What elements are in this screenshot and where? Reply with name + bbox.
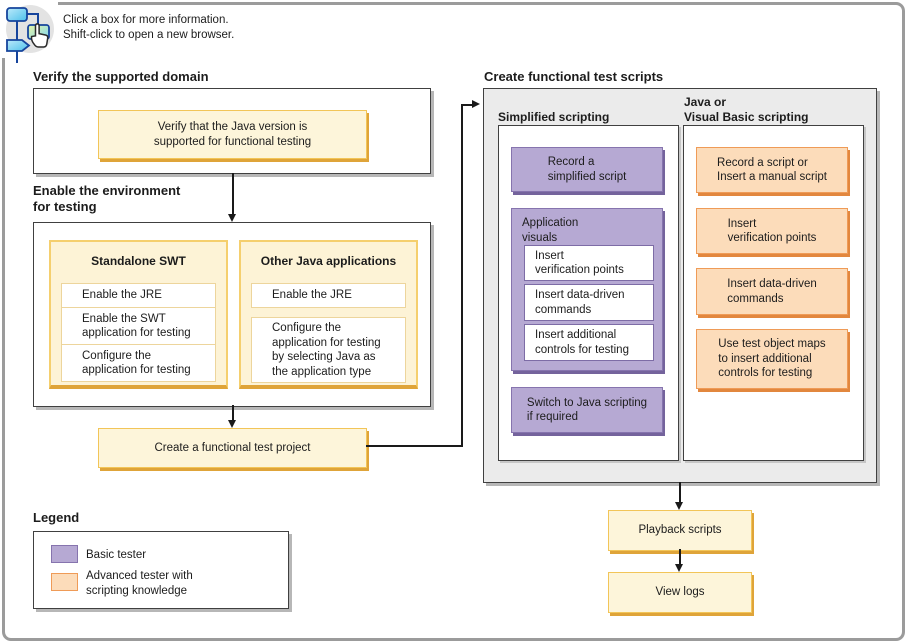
connector-project-vertical <box>461 104 463 447</box>
insert-data-driven-simplified-box[interactable]: Insert data-driven commands <box>524 284 654 321</box>
enable-swt-application-box[interactable]: Enable the SWT application for testing <box>61 307 216 345</box>
simplified-scripting-heading: Simplified scripting <box>498 110 610 124</box>
configure-application-swt-label: Configure the application for testing <box>82 349 191 377</box>
connector-enable-to-project <box>232 405 234 422</box>
connector-project-horizontal <box>366 445 462 447</box>
insert-verification-points-java-box[interactable]: Insert verification points <box>696 208 848 254</box>
legend-swatch-basic-tester <box>51 545 78 563</box>
connector-panel-to-playback <box>679 482 681 503</box>
create-project-label: Create a functional test project <box>154 441 311 454</box>
legend-box: Basic tester Advanced tester with script… <box>33 531 289 609</box>
insert-verification-points-simplified-label: Insert verification points <box>535 249 624 277</box>
enable-jre-swt-label: Enable the JRE <box>82 289 162 302</box>
legend-heading: Legend <box>33 510 80 525</box>
application-visuals-group[interactable]: Application visuals Insert verification … <box>511 208 663 371</box>
insert-verification-points-java-label: Insert verification points <box>727 217 817 245</box>
insert-data-driven-java-box[interactable]: Insert data-driven commands <box>696 268 848 315</box>
enable-jre-swt-box[interactable]: Enable the JRE <box>61 283 216 308</box>
create-scripts-panel: Simplified scripting Java or Visual Basi… <box>483 88 877 483</box>
verify-java-version-box[interactable]: Verify that the Java version is supporte… <box>98 110 367 159</box>
record-simplified-script-label: Record a simplified script <box>547 156 627 183</box>
icon-flow-pentagon <box>6 39 31 52</box>
legend-label-basic-tester: Basic tester <box>86 549 147 561</box>
legend-swatch-advanced-tester <box>51 573 78 591</box>
legend-label-advanced-tester: Advanced tester with scripting knowledge <box>86 570 193 597</box>
hand-cursor-icon <box>30 23 49 48</box>
playback-scripts-box[interactable]: Playback scripts <box>608 510 752 551</box>
connector-playback-to-logs <box>679 549 681 565</box>
java-vb-scripting-heading: Java or Visual Basic scripting <box>684 95 809 124</box>
switch-to-java-box[interactable]: Switch to Java scripting if required <box>511 387 663 433</box>
arrowhead-enable-to-project <box>228 420 236 428</box>
arrowhead-project-to-panel <box>472 100 480 108</box>
record-script-box[interactable]: Record a script or Insert a manual scrip… <box>696 147 848 193</box>
view-logs-box[interactable]: View logs <box>608 572 752 613</box>
configure-application-java-label: Configure the application for testing by… <box>272 322 381 378</box>
enable-swt-application-label: Enable the SWT application for testing <box>82 312 191 340</box>
instruction-line-2: Shift-click to open a new browser. <box>63 28 235 41</box>
connector-verify-to-enable <box>232 173 234 215</box>
flowchart-click-icon <box>6 5 54 63</box>
instruction-line-1: Click a box for more information. <box>63 14 229 26</box>
switch-to-java-label: Switch to Java scripting if required <box>526 396 648 424</box>
verify-domain-section: Verify that the Java version is supporte… <box>33 88 431 174</box>
other-java-title: Other Java applications <box>260 254 397 268</box>
instruction-text: Click a box for more information. Shift-… <box>63 13 234 42</box>
view-logs-label: View logs <box>655 586 705 599</box>
arrowhead-panel-to-playback <box>675 502 683 510</box>
standalone-swt-title: Standalone SWT <box>91 254 186 268</box>
configure-application-java-box[interactable]: Configure the application for testing by… <box>251 317 406 383</box>
simplified-scripting-column: Record a simplified script Application v… <box>498 125 679 461</box>
enable-environment-section: Standalone SWT Enable the JRE Enable the… <box>33 222 431 407</box>
icon-flow-box <box>6 7 28 22</box>
standalone-swt-group[interactable]: Standalone SWT Enable the JRE Enable the… <box>49 240 228 389</box>
verify-domain-heading: Verify the supported domain <box>33 69 209 84</box>
enable-jre-java-label: Enable the JRE <box>272 289 352 302</box>
arrowhead-verify-to-enable <box>228 214 236 222</box>
insert-data-driven-java-label: Insert data-driven commands <box>727 278 817 305</box>
insert-additional-controls-simplified-box[interactable]: Insert additional controls for testing <box>524 324 654 361</box>
application-visuals-label: Application visuals <box>522 217 579 244</box>
insert-additional-controls-simplified-label: Insert additional controls for testing <box>535 329 629 356</box>
use-test-object-maps-label: Use test object maps to insert additiona… <box>718 338 826 380</box>
create-project-box[interactable]: Create a functional test project <box>98 428 367 468</box>
configure-application-swt-box[interactable]: Configure the application for testing <box>61 344 216 382</box>
use-test-object-maps-box[interactable]: Use test object maps to insert additiona… <box>696 329 848 389</box>
insert-data-driven-simplified-label: Insert data-driven commands <box>535 289 625 316</box>
insert-verification-points-simplified-box[interactable]: Insert verification points <box>524 245 654 281</box>
connector-project-to-panel <box>461 104 474 106</box>
enable-environment-heading: Enable the environment for testing <box>33 183 181 214</box>
other-java-applications-group[interactable]: Other Java applications Enable the JRE C… <box>239 240 418 389</box>
arrowhead-playback-to-logs <box>675 564 683 572</box>
java-vb-scripting-column: Record a script or Insert a manual scrip… <box>683 125 864 461</box>
verify-java-version-label: Verify that the Java version is supporte… <box>153 121 312 148</box>
record-script-label: Record a script or Insert a manual scrip… <box>717 156 827 184</box>
enable-jre-java-box[interactable]: Enable the JRE <box>251 283 406 308</box>
playback-scripts-label: Playback scripts <box>638 524 722 537</box>
record-simplified-script-box[interactable]: Record a simplified script <box>511 147 663 192</box>
create-scripts-heading: Create functional test scripts <box>484 69 664 84</box>
